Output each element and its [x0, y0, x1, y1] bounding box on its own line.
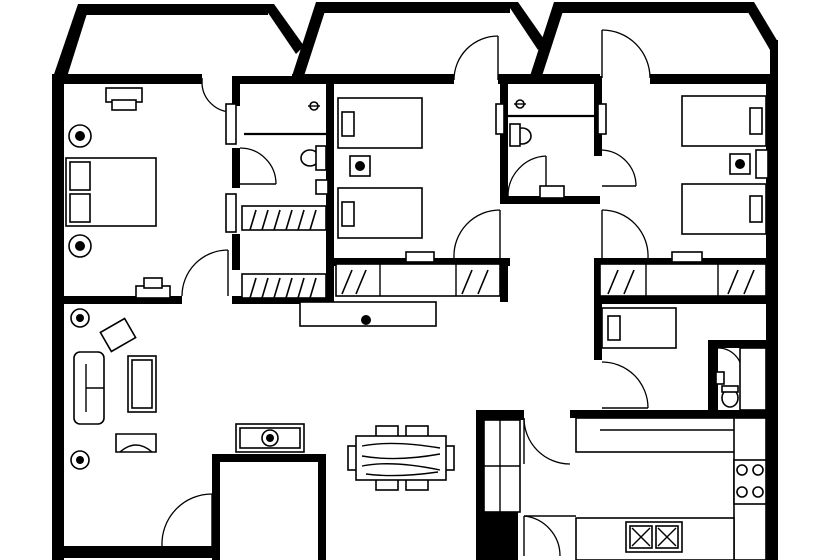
stove-icon — [733, 459, 767, 505]
dining-table — [347, 425, 455, 491]
nightstand-lamp-icon — [68, 124, 92, 148]
armchair — [115, 433, 157, 453]
living-room — [70, 308, 305, 470]
bathroom-1 — [225, 101, 329, 233]
bathroom-3 — [715, 347, 767, 411]
bedroom-1 — [65, 87, 171, 299]
double-sink-icon — [625, 521, 683, 553]
windows — [82, 76, 760, 82]
exterior-walls — [52, 2, 778, 560]
bedroom-2 — [299, 97, 501, 327]
lamp-icon — [70, 308, 90, 328]
closet-hatch — [241, 205, 327, 299]
sink — [539, 185, 565, 199]
nightstand-lamp-icon — [68, 234, 92, 258]
armchair — [99, 317, 137, 353]
bathroom-2 — [495, 99, 607, 199]
sink — [315, 179, 329, 195]
lamp-icon — [70, 450, 90, 470]
bedroom-3 — [599, 95, 769, 349]
doors — [161, 29, 743, 557]
kitchen — [483, 417, 767, 560]
